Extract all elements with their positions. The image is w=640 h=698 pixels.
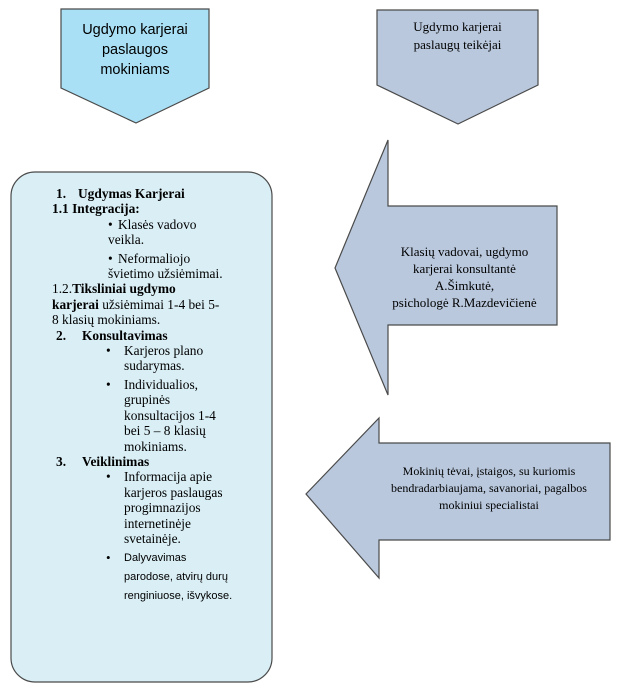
arrow-top-line: psichologė R.Mazdevičienė (392, 295, 537, 310)
bullet-icon: • (106, 343, 111, 359)
arrow-bottom-line: Mokinių tėvai, įstaigos, su kuriomis (402, 464, 576, 478)
arrow-bottom-shape (305, 416, 611, 580)
list-item-cont: svetainėje. (124, 530, 181, 546)
bullet-icon: • (106, 550, 111, 566)
pentagon-left-shape (60, 8, 210, 124)
list-item-cont: konsultacijos 1-4 (124, 407, 216, 423)
list-item-text: Klasės vadovo (118, 216, 197, 232)
pentagon-left-label: Ugdymo karjerai paslaugos mokiniams (61, 20, 209, 80)
list-item-cont: grupinės (124, 392, 171, 408)
section-3-heading: 3. Veiklinimas (40, 454, 265, 469)
section-2-number: 2. (56, 327, 67, 343)
list-item: • Informacija apie (40, 469, 265, 484)
list-item: • Individualios, (40, 377, 265, 392)
pentagon-right-shape (376, 9, 539, 125)
arrow-top-label: Klasių vadovai, ugdymo karjerai konsulta… (372, 243, 557, 311)
pentagon-right-line: Ugdymo karjerai (413, 19, 502, 34)
list-item: • Neformaliojo (40, 251, 265, 266)
section-1-1-heading: 1.1 Integracija: (52, 201, 140, 217)
list-item-cont: parodose, atvirų durų (124, 571, 228, 584)
services-box-shape (10, 171, 273, 683)
section-1-2-text: užsiėmimai 1-4 bei 5- (98, 296, 220, 312)
bullet-icon: • (108, 216, 113, 232)
arrow-bottom-label: Mokinių tėvai, įstaigos, su kuriomis ben… (372, 463, 606, 514)
list-item-text: Informacija apie (124, 469, 213, 485)
list-item: • Karjeros plano (40, 343, 265, 358)
list-item: • Dalyvavimas (40, 550, 265, 566)
arrow-bottom-line: mokiniui specialistai (439, 498, 539, 512)
section-3-title: Veiklinimas (82, 453, 150, 469)
list-item-cont: mokiniams. (124, 438, 187, 454)
section-1-number: 1. (56, 186, 67, 201)
bullet-icon: • (106, 469, 111, 485)
section-3-number: 3. (56, 453, 67, 469)
section-1-heading: 1. Ugdymas Karjerai (40, 186, 265, 201)
list-item: • Klasės vadovo (40, 217, 265, 232)
arrow-top-line: A.Šimkutė, (434, 278, 495, 293)
list-item-cont: bei 5 – 8 klasių (124, 423, 206, 439)
list-item-text: Neformaliojo (118, 250, 191, 266)
pentagon-right-line: paslaugų teikėjai (413, 37, 502, 52)
list-item-text: Karjeros plano (124, 343, 204, 359)
pentagon-left-line: Ugdymo karjerai (82, 22, 188, 38)
section-2-heading: 2. Konsultavimas (40, 328, 265, 343)
arrow-top-line: karjerai konsultantė (413, 261, 516, 276)
section-1-title: Ugdymas Karjerai (78, 186, 185, 201)
list-item-text: Individualios, (124, 376, 199, 392)
pentagon-left-line: paslaugos (101, 42, 169, 58)
services-box: 1. Ugdymas Karjerai 1.1 Integracija: • Kl… (40, 186, 265, 604)
list-item-cont: švietimo užsiėmimai. (108, 266, 223, 282)
arrow-top-line: Klasių vadovai, ugdymo (400, 244, 529, 259)
section-1-2-line: 1.2.Tiksliniai ugdymo (40, 281, 265, 296)
section-2-title: Konsultavimas (82, 327, 168, 343)
arrow-bottom-line: bendradarbiaujama, savanoriai, pagalbos (391, 481, 587, 495)
list-item-cont: progimnazijos (124, 500, 201, 516)
list-item-cont: veikla. (108, 232, 145, 248)
section-1-2-line: 8 klasių mokiniams. (52, 312, 161, 328)
section-1-2-bold: Tiksliniai ugdymo (72, 281, 176, 297)
bullet-icon: • (106, 376, 111, 392)
section-1-2-bold: karjerai (52, 296, 99, 312)
list-item-cont: sudarymas. (124, 358, 185, 374)
list-item-cont: karjeros paslaugas (124, 484, 223, 500)
section-1-2-prefix: 1.2. (52, 281, 73, 297)
list-item-cont: internetinėje (124, 515, 191, 531)
list-item-cont: renginiuose, išvykose. (124, 590, 233, 603)
pentagon-right-label: Ugdymo karjerai paslaugų teikėjai (377, 18, 538, 54)
bullet-icon: • (108, 250, 113, 266)
list-item-text: Dalyvavimas (124, 552, 187, 565)
section-1-2-line: karjerai užsiėmimai 1-4 bei 5- (40, 297, 265, 312)
pentagon-left-line: mokiniams (100, 62, 170, 78)
arrow-top-shape (334, 139, 558, 396)
